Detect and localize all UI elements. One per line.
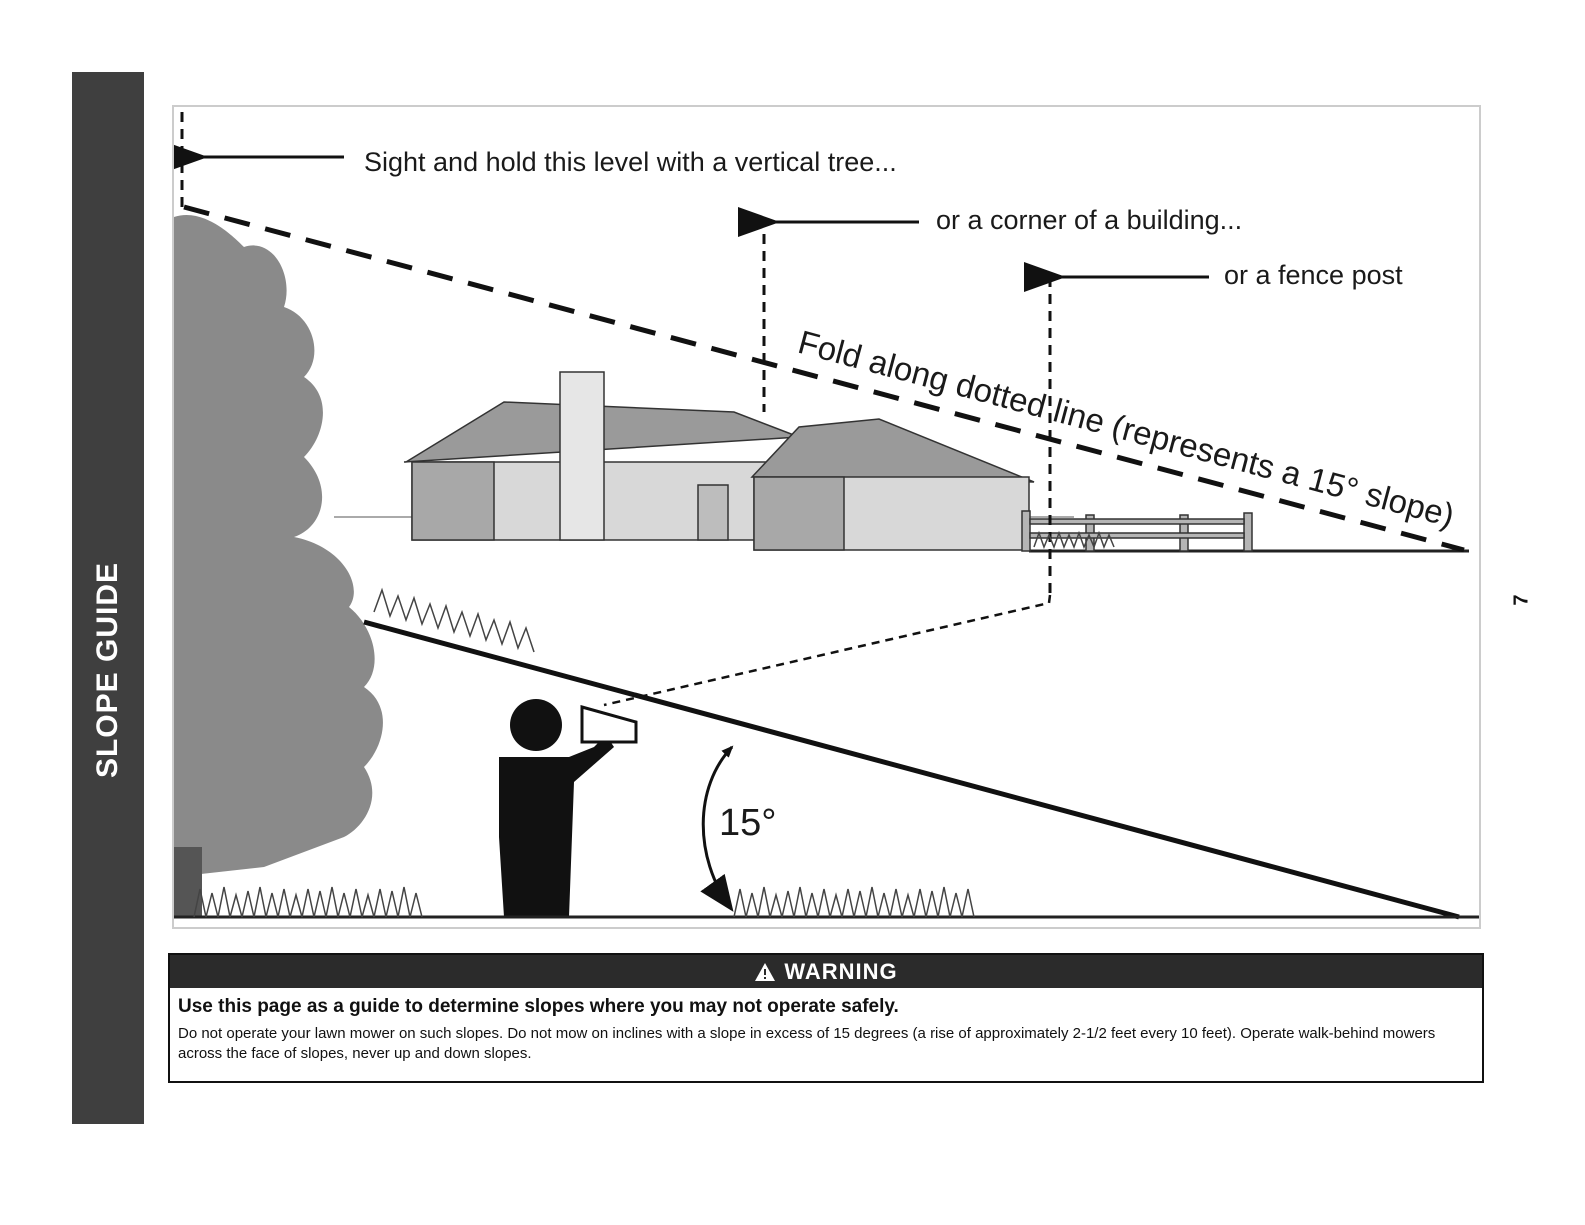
- side-tab-label: SLOPE GUIDE: [91, 561, 124, 779]
- slope-line: [363, 619, 1460, 920]
- illustration: [174, 112, 1479, 920]
- side-tab: SLOPE GUIDE: [72, 72, 144, 1124]
- fence-illustration: [1021, 510, 1253, 552]
- callout-fence-post: or a fence post: [1224, 260, 1403, 290]
- warning-box: WARNING Use this page as a guide to dete…: [168, 953, 1484, 1083]
- warning-triangle-icon: [754, 962, 776, 982]
- house-illustration: [403, 371, 1035, 551]
- angle-arc: [700, 745, 734, 912]
- person-silhouette: [499, 699, 638, 917]
- fold-line: [183, 204, 1465, 553]
- warning-header-label: WARNING: [784, 958, 898, 984]
- warning-title: Use this page as a guide to determine sl…: [178, 996, 899, 1017]
- angle-label: 15°: [719, 802, 777, 844]
- warning-body: Do not operate your lawn mower on such s…: [178, 1025, 1436, 1062]
- tree-illustration: [174, 214, 383, 917]
- callout-tree: Sight and hold this level with a vertica…: [364, 147, 897, 177]
- page-number: 7: [1510, 594, 1533, 606]
- callout-building: or a corner of a building...: [936, 205, 1243, 235]
- warning-header: WARNING: [170, 955, 1482, 988]
- slope-guide-figure: Sight and hold this level with a vertica…: [172, 105, 1481, 929]
